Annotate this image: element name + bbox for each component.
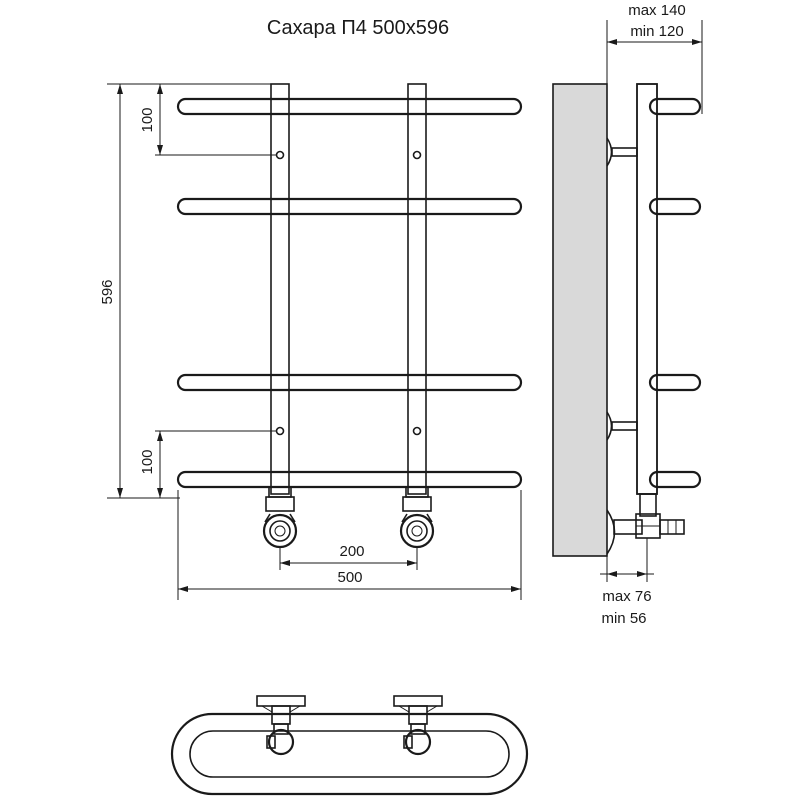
dimension-bottom-offset-label: 100 [139,449,156,474]
dimension-connection-spacing-label: 200 [339,543,364,560]
dimension-top-offset-label: 100 [139,107,156,132]
top-view-valve-left [256,695,306,756]
dimension-side-wall-gap: max 76 min 56 [600,538,654,627]
valve-left [262,486,298,549]
dimension-width-label: 500 [337,569,362,586]
valve-right [399,486,435,549]
dimension-side-depth-max-label: max 140 [628,2,686,19]
vertical-post-right [407,83,427,495]
top-view [170,695,529,796]
dimension-width: 500 [177,490,522,600]
vertical-post-left [270,83,290,495]
dimension-height-label: 596 [99,279,116,304]
top-view-loop-outer [170,712,529,796]
mount-hole-bottom-left [275,426,285,436]
dimension-bottom-offset: 100 [139,430,276,498]
dimension-side-wall-gap-max-label: max 76 [602,588,651,605]
dimension-top-offset: 100 [139,84,276,156]
top-view-loop-inner [189,730,510,778]
side-valve [606,493,685,555]
side-collector [636,83,658,495]
dimension-connection-spacing: 200 [279,543,418,570]
dimension-side-depth: max 140 min 120 [606,2,703,114]
side-bar-end-2 [648,197,702,216]
mount-hole-bottom-right [412,426,422,436]
front-view: 596 100 100 200 [99,83,523,600]
horizontal-bar-3 [176,373,523,392]
side-collector-outline [636,83,658,495]
side-bar-end-1 [648,97,702,116]
horizontal-bar-2 [176,197,523,216]
side-view: max 140 min 120 max 76 min 56 [552,2,703,627]
wall-bracket-bottom [606,411,638,441]
dimension-height: 596 [99,83,272,499]
drawing-title: Сахара П4 500х596 [267,17,449,39]
side-bar-end-3 [648,373,702,392]
dimension-side-depth-min-label: min 120 [630,23,683,40]
mount-hole-top-right [412,150,422,160]
horizontal-bar-4 [176,470,523,489]
side-bar-end-4 [648,470,702,489]
top-view-valve-right [393,695,443,756]
mount-hole-top-left [275,150,285,160]
horizontal-bar-1 [176,97,523,116]
wall-section [552,83,608,557]
wall-bracket-top [606,137,638,167]
dimension-side-wall-gap-min-label: min 56 [601,610,646,627]
